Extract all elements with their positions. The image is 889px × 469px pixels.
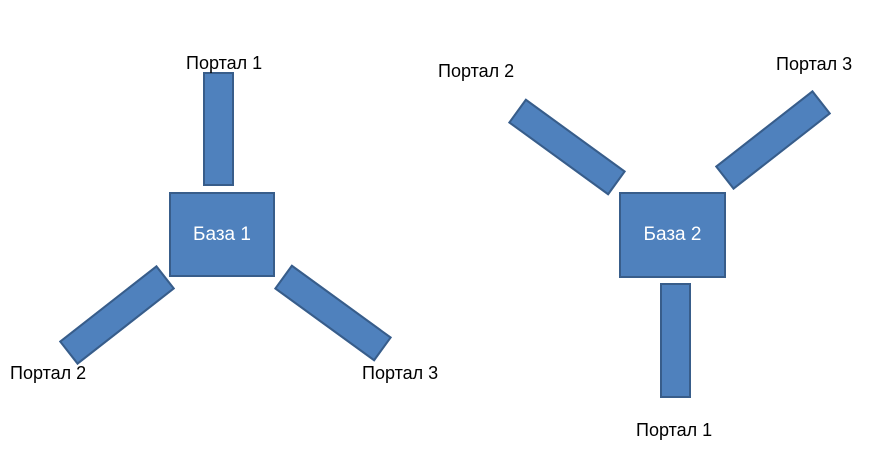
diagram-2-portal-2-bar	[508, 98, 626, 196]
diagram-1-portal-1-bar	[203, 72, 234, 186]
diagram-1-portal-1-label: Портал 1	[186, 53, 263, 73]
base-1-box: База 1	[169, 192, 275, 277]
diagram-2-portal-2-label: Портал 2	[438, 61, 515, 81]
base-2-box: База 2	[619, 192, 726, 278]
diagram-2-portal-3-bar	[714, 90, 832, 190]
diagram-1-portal-3-bar	[274, 264, 392, 362]
diagram-2-portal-1-bar	[660, 283, 691, 398]
base-1-label: База 1	[193, 223, 251, 245]
diagram-1-portal-2-label: Портал 2	[10, 363, 87, 383]
diagram-1-portal-3-label: Портал 3	[362, 363, 439, 383]
diagram-2-portal-3-label: Портал 3	[776, 54, 853, 74]
diagram-1-portal-2-bar	[58, 265, 176, 365]
diagram-2-portal-1-label: Портал 1	[636, 420, 713, 440]
base-2-label: База 2	[643, 224, 702, 245]
